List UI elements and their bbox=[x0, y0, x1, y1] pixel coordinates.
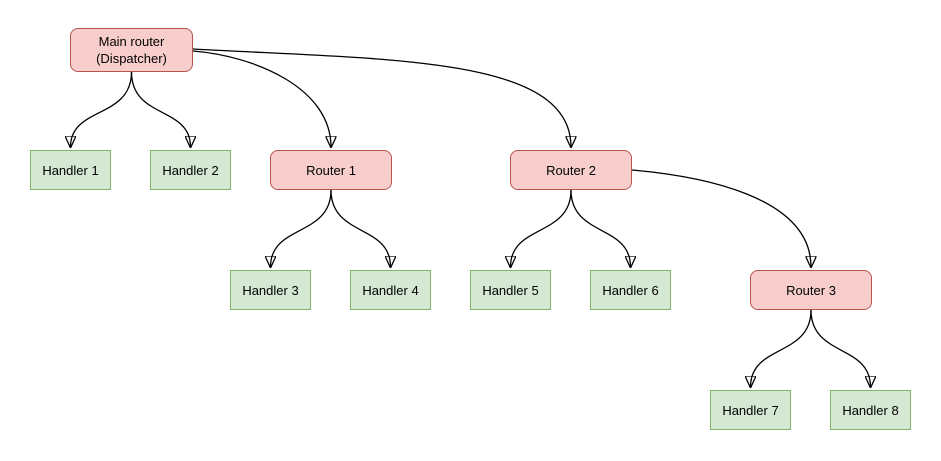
edge-main-router-to-router-1 bbox=[192, 50, 331, 147]
edge-router-2-to-handler-5 bbox=[511, 189, 572, 267]
node-handler-5: Handler 5 bbox=[470, 270, 551, 310]
node-handler-6: Handler 6 bbox=[590, 270, 671, 310]
edge-main-router-to-router-2 bbox=[192, 48, 571, 147]
node-handler-4: Handler 4 bbox=[350, 270, 431, 310]
edge-router-3-to-handler-8 bbox=[810, 309, 871, 387]
node-main-router: Main router (Dispatcher) bbox=[70, 28, 193, 72]
node-router-2: Router 2 bbox=[510, 150, 632, 190]
node-handler-1: Handler 1 bbox=[30, 150, 111, 190]
edge-router-2-to-router-3 bbox=[631, 169, 811, 267]
node-router-1: Router 1 bbox=[270, 150, 392, 190]
node-handler-7: Handler 7 bbox=[710, 390, 791, 430]
node-router-3: Router 3 bbox=[750, 270, 872, 310]
node-handler-8: Handler 8 bbox=[830, 390, 911, 430]
node-handler-3: Handler 3 bbox=[230, 270, 311, 310]
edge-router-1-to-handler-4 bbox=[330, 189, 391, 267]
node-handler-2: Handler 2 bbox=[150, 150, 231, 190]
edge-router-2-to-handler-6 bbox=[570, 189, 631, 267]
edge-router-3-to-handler-7 bbox=[751, 309, 812, 387]
edge-main-router-to-handler-2 bbox=[130, 71, 191, 147]
edge-router-1-to-handler-3 bbox=[271, 189, 332, 267]
edge-main-router-to-handler-1 bbox=[71, 71, 133, 147]
